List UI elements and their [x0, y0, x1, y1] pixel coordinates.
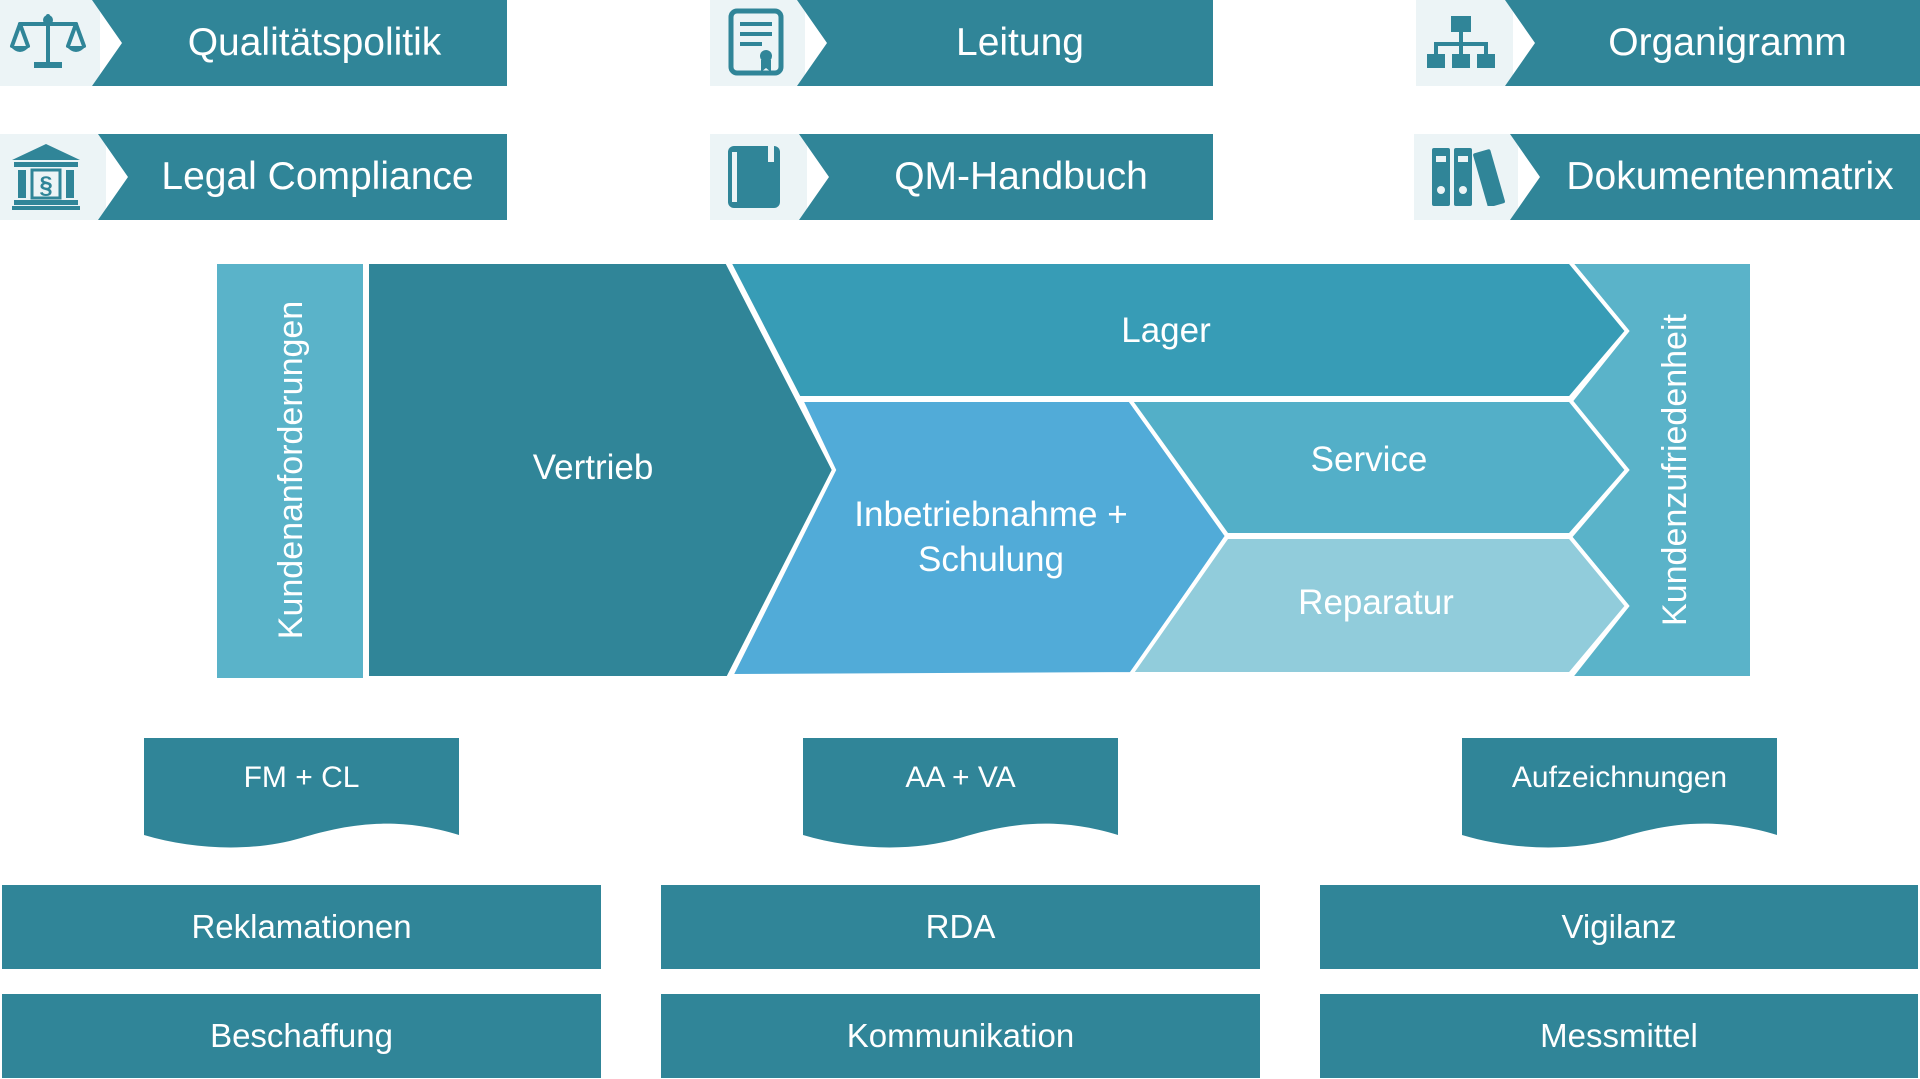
document-label: AA + VA	[905, 761, 1016, 794]
messmittel-button[interactable]: Messmittel	[1320, 994, 1918, 1078]
service-arrow[interactable]	[1126, 398, 1630, 537]
vertrieb-label: Vertrieb	[533, 448, 654, 487]
top-link-leitung[interactable]: Leitung	[710, 0, 1213, 86]
reparatur-arrow[interactable]	[1127, 535, 1630, 676]
top-link-organigramm[interactable]: Organigramm	[1416, 0, 1920, 86]
reklamationen-button[interactable]: Reklamationen	[2, 885, 601, 969]
document-shape	[1462, 738, 1777, 848]
svg-text:§: §	[39, 172, 52, 199]
courthouse-paragraph-icon: §	[12, 144, 80, 210]
reparatur-label: Reparatur	[1298, 583, 1454, 622]
beschaffung-button[interactable]: Beschaffung	[2, 994, 601, 1078]
top-link-qualitaetspolitik[interactable]: Qualitätspolitik	[0, 0, 507, 86]
kundenanforderungen-label: Kundenanforderungen	[272, 301, 310, 639]
top-link-label: Qualitätspolitik	[187, 21, 442, 64]
service-label: Service	[1311, 440, 1428, 479]
document-label: Aufzeichnungen	[1511, 761, 1728, 794]
document-aufzeichnungen[interactable]: Aufzeichnungen	[1462, 738, 1777, 850]
top-link-label: QM-Handbuch	[894, 155, 1148, 198]
lager-arrow[interactable]	[725, 260, 1630, 400]
kundenzufriedenheit-label: Kundenzufriedenheit	[1656, 313, 1694, 625]
document-aa-va[interactable]: AA + VA	[803, 738, 1118, 850]
kundenanforderungen-bar[interactable]	[217, 264, 363, 678]
top-link-qm-handbuch[interactable]: QM-Handbuch	[710, 134, 1213, 220]
top-link-shape	[1416, 0, 1920, 86]
top-link-shape	[710, 0, 1213, 86]
top-link-label: Organigramm	[1608, 21, 1847, 64]
document-shape	[144, 738, 459, 848]
vigilanz-button[interactable]: Vigilanz	[1320, 885, 1918, 969]
top-link-legal-compliance[interactable]: § Legal Compliance	[0, 134, 507, 220]
inbetriebnahme-label-line1: Inbetriebnahme +	[854, 495, 1127, 534]
top-link-dokumentenmatrix[interactable]: Dokumentenmatrix	[1414, 134, 1920, 220]
lager-label: Lager	[1121, 311, 1211, 350]
scales-icon	[8, 12, 88, 74]
book-icon	[728, 146, 782, 208]
binders-icon	[1432, 148, 1506, 208]
inbetriebnahme-label-line2: Schulung	[918, 540, 1064, 579]
certificate-icon	[728, 8, 784, 76]
document-shape	[803, 738, 1118, 848]
org-chart-icon	[1426, 16, 1496, 70]
document-fm-cl[interactable]: FM + CL	[144, 738, 459, 850]
kommunikation-button[interactable]: Kommunikation	[661, 994, 1260, 1078]
rda-button[interactable]: RDA	[661, 885, 1260, 969]
top-link-label: Legal Compliance	[161, 155, 474, 198]
top-link-label: Dokumentenmatrix	[1566, 155, 1894, 198]
top-link-label: Leitung	[956, 21, 1084, 64]
document-label: FM + CL	[243, 761, 360, 794]
